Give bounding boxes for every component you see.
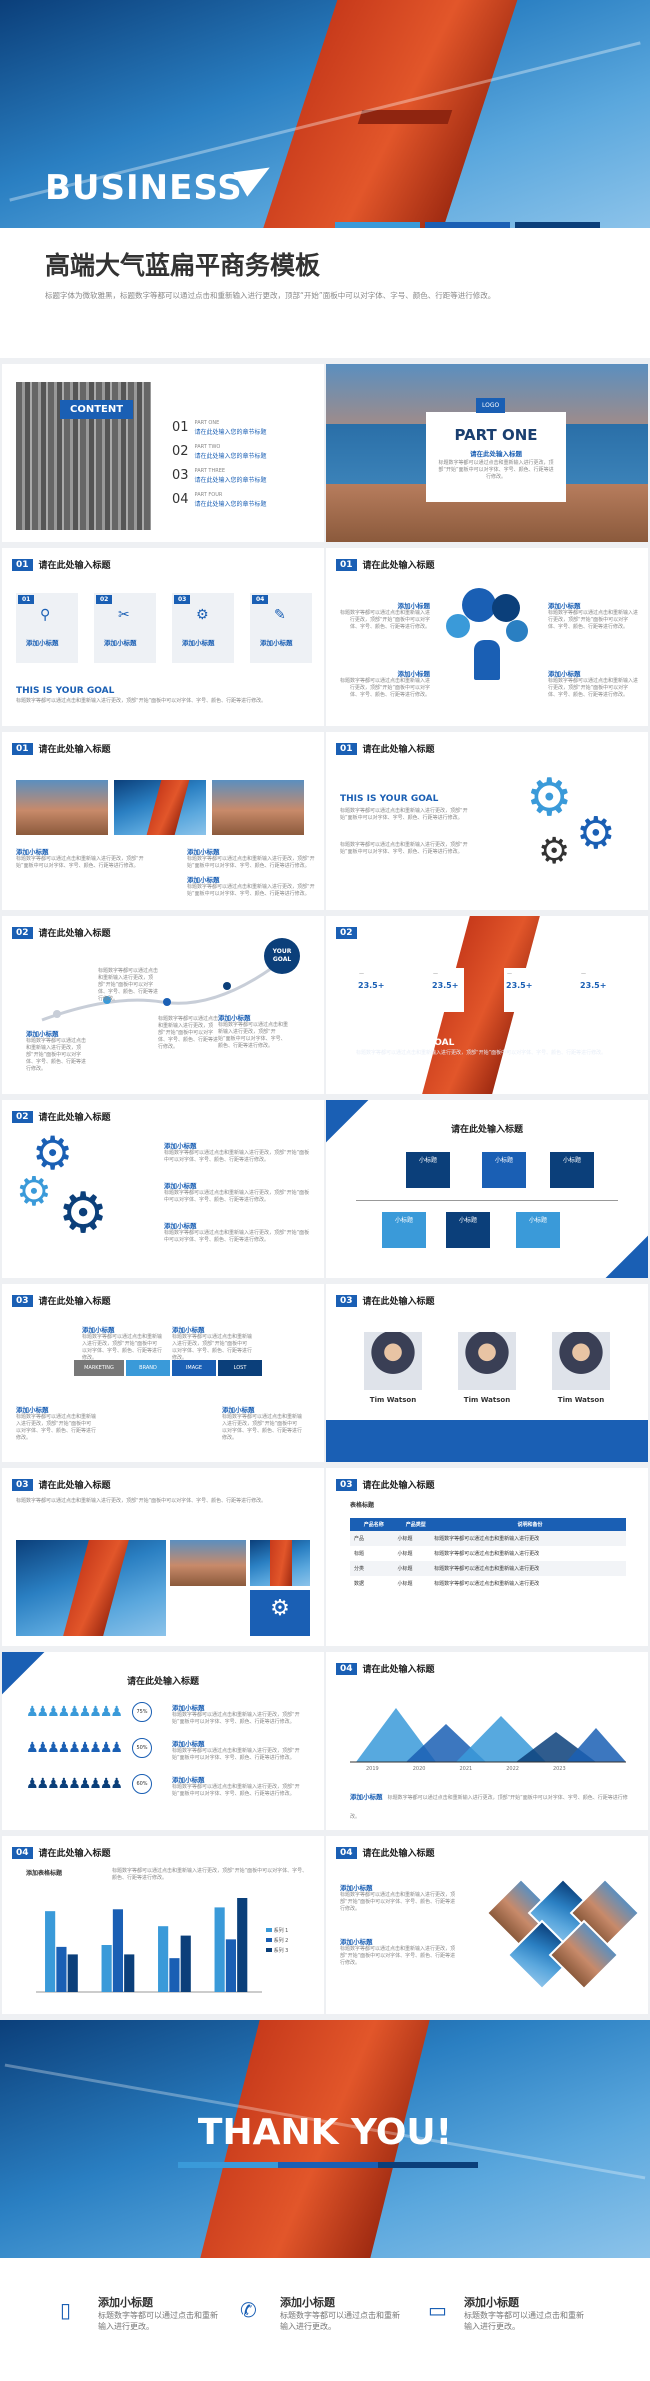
part-one-subtitle: 请在此处输入标题	[470, 450, 522, 458]
accent-bar-1	[335, 222, 420, 228]
feature-card[interactable]: 03⚙添加小标题	[172, 593, 234, 663]
data-table: 产品名称产品类型说明和备份 产品小标题标题数字等都可以通过点击和重新输入进行更改…	[350, 1518, 626, 1591]
telephone-icon: ✆	[240, 2298, 257, 2322]
bar	[180, 1935, 191, 1992]
bar	[158, 1926, 169, 1992]
avatar	[552, 1332, 610, 1390]
bar	[112, 1909, 124, 1992]
accent-bar-2	[425, 222, 510, 228]
thank-you-slide: THANK YOU!	[0, 2020, 650, 2258]
search-icon: ⚲	[40, 607, 51, 623]
bar	[214, 1907, 225, 1992]
bar	[124, 1954, 135, 1992]
contents-badge: CONTENT	[60, 400, 134, 419]
bar	[237, 1898, 248, 1992]
accent-bar-3	[515, 222, 600, 228]
part-one-text: 标题数字等都可以通过点击和重新输入进行更改，顶部“开始”面板中可以对字体、字号、…	[438, 460, 554, 480]
cover-info: 高端大气蓝扁平商务模板 标题字体为微软雅黑，标题数字等都可以通过点击和重新输入进…	[0, 228, 650, 358]
gear-icon: ⚙	[526, 768, 573, 828]
bar	[56, 1946, 67, 1992]
tools-icon: ✂	[118, 607, 130, 623]
feature-card[interactable]: 04✎添加小标题	[250, 593, 312, 663]
gear-icon: ⚙	[32, 1126, 74, 1180]
feature-card[interactable]: 02✂添加小标题	[94, 593, 156, 663]
slide-box-timeline: 请在此处输入标题 小标题 小标题 小标题 小标题 小标题 小标题	[326, 1100, 648, 1278]
brand-title: BUSINESS	[45, 168, 243, 208]
feature-card[interactable]: 01⚲添加小标题	[16, 593, 78, 663]
logo-badge: LOGO	[476, 398, 506, 413]
part-one-panel: LOGO PART ONE 请在此处输入标题 标题数字等都可以通过点击和重新输入…	[426, 398, 566, 502]
gear-icon: ⚙	[576, 808, 616, 859]
mountain-chart	[350, 1708, 626, 1763]
bar	[67, 1954, 78, 1992]
cover-photo: BUSINESS	[0, 0, 650, 230]
person-icon: ♟♟♟♟♟♟♟♟♟	[26, 1740, 123, 1756]
gear-icon: ⚙	[16, 1169, 52, 1215]
footer: ▯ 添加小标题标题数字等都可以通过点击和重新输入进行更改。 ✆ 添加小标题标题数…	[0, 2258, 650, 2381]
monitor-icon: ▭	[428, 2298, 447, 2322]
part-one-title: PART ONE	[454, 426, 538, 444]
gear-icon: ⚙	[250, 1590, 310, 1636]
slide-part-one: LOGO PART ONE 请在此处输入标题 标题数字等都可以通过点击和重新输入…	[326, 364, 648, 542]
bridge-beam	[357, 110, 453, 124]
person-icon: ♟♟♟♟♟♟♟♟♟	[26, 1704, 123, 1720]
chart-legend: 系列 1 系列 2 系列 3	[266, 1926, 288, 1956]
cover-description: 标题字体为微软雅黑，标题数字等都可以通过点击和重新输入进行更改，顶部“开始”面板…	[45, 291, 496, 300]
cover-title: 高端大气蓝扁平商务模板	[45, 251, 321, 280]
goal-heading: THIS IS YOUR GOAL	[16, 686, 115, 696]
avatar	[458, 1332, 516, 1390]
hand-icon	[474, 640, 500, 680]
slide-people-stats: 请在此处输入标题 ♟♟♟♟♟♟♟♟♟ ♟♟♟♟♟♟♟♟♟ ♟♟♟♟♟♟♟♟♟ 7…	[2, 1652, 324, 1830]
bar	[101, 1945, 112, 1992]
gear-icon: ⚙	[538, 831, 571, 872]
bar-chart	[36, 1898, 262, 1993]
gear-icon: ⚙	[196, 607, 209, 623]
wrench-icon: ✎	[274, 607, 286, 623]
bar	[45, 1911, 56, 1992]
gear-icon: ⚙	[58, 1181, 109, 1246]
idea-bubbles	[446, 588, 536, 680]
timeline-path	[41, 966, 273, 1022]
avatar	[364, 1332, 422, 1390]
person-icon: ♟♟♟♟♟♟♟♟♟	[26, 1776, 123, 1792]
phone-icon: ▯	[60, 2298, 72, 2322]
bar	[225, 1939, 237, 1992]
bar	[169, 1958, 180, 1992]
thank-you-text: THANK YOU!	[197, 2112, 453, 2153]
